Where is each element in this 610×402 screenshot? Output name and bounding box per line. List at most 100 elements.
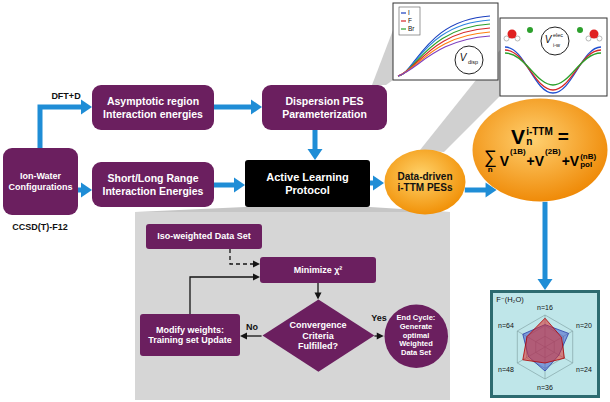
plot-curve	[398, 20, 490, 76]
connector-line	[543, 202, 548, 280]
connector	[78, 183, 92, 198]
arrowhead	[234, 178, 245, 193]
node-text: Asymptotic region Interaction energies	[97, 95, 209, 119]
formula-term: +V	[562, 154, 580, 168]
plot-curve	[398, 32, 490, 76]
plot-curve	[505, 50, 601, 90]
arrowhead	[377, 333, 384, 340]
process-box: Iso-weighted Data Set	[146, 224, 262, 249]
text-group: Active Learning Protocol	[250, 171, 365, 196]
text-group: Dispersion PES Parameterization	[267, 95, 382, 119]
legend-line	[401, 28, 406, 29]
connector	[190, 274, 260, 315]
protocol-box: Active Learning Protocol	[245, 160, 370, 207]
symbol-circle	[541, 27, 569, 55]
formula-part: =	[553, 127, 569, 146]
formula-term: (2B)	[545, 148, 561, 156]
formula-circle: Vi-TTMn=∑nV(1B)+V(2B)+V(nB)pol	[472, 98, 608, 202]
legend-text: F	[408, 18, 412, 25]
symbol-label: V	[460, 53, 467, 63]
edge-label: CCSD(T)-F12	[12, 223, 68, 232]
dispersion-plot	[393, 3, 498, 80]
process-box: Minimize χ²	[260, 257, 376, 283]
legend-text: I	[408, 10, 410, 17]
connector	[538, 202, 553, 290]
arrowhead	[253, 261, 260, 268]
formula-part: i-TTMn	[526, 127, 553, 147]
symbol-label: disp	[468, 60, 478, 66]
arrowhead	[251, 100, 262, 115]
radar-ground	[490, 290, 600, 398]
legend-item: I	[408, 10, 410, 17]
arrowhead	[315, 292, 322, 299]
formula-term: i-TTM	[526, 127, 553, 137]
input-box: Ion-Water Configurations	[3, 148, 78, 215]
text-group: End Cycle: Generate optimal Weighted Dat…	[394, 314, 438, 357]
node-text: End Cycle: Generate optimal Weighted Dat…	[394, 314, 438, 357]
oxygen-atom	[508, 30, 517, 39]
ion-dot	[577, 27, 583, 33]
ion-dot	[527, 27, 533, 33]
edge-label: DFT+D	[51, 92, 80, 101]
formula-term: +V	[527, 154, 545, 168]
radar-spoke	[517, 315, 572, 379]
plot-frame	[393, 3, 498, 80]
node-text: Short/Long Range Interaction Energies	[97, 172, 209, 196]
formula-term: V	[511, 126, 525, 147]
connector-line	[313, 130, 318, 150]
formula: Vi-TTMn=∑nV(1B)+V(2B)+V(nB)pol	[484, 126, 596, 174]
connector-line	[465, 188, 487, 193]
legend-line	[401, 12, 406, 13]
formula-part: (1B)	[510, 148, 526, 156]
axis-label: F⁻(H₂O)	[496, 296, 524, 304]
arrowhead	[308, 149, 323, 160]
connector	[240, 333, 262, 340]
symbol-label: i-w	[553, 43, 560, 49]
text-group: Iso-weighted Data Set	[157, 231, 251, 241]
hydrogen-atom	[515, 36, 520, 41]
edge-label: Yes	[371, 314, 387, 323]
connector	[214, 100, 262, 115]
axis-label: n=20	[576, 322, 592, 329]
text-group: Ion-Water Configurations	[8, 171, 73, 192]
formula-term: (1B)	[510, 148, 526, 156]
plot-frame	[500, 18, 607, 96]
axis-label: n=36	[537, 384, 553, 391]
radar-chart	[490, 290, 600, 398]
formula-part: V	[511, 126, 525, 147]
connector	[40, 100, 92, 149]
hydrogen-atom	[586, 36, 591, 41]
arrowhead	[81, 183, 92, 198]
connector-line	[190, 277, 254, 314]
legend-line	[401, 20, 406, 21]
formula-term: V	[500, 154, 509, 168]
process-box: Asymptotic region Interaction energies	[92, 85, 214, 130]
formula-term: n	[526, 137, 532, 147]
axis-label: n=48	[498, 366, 514, 373]
legend-box	[399, 7, 420, 35]
ellipse-shape	[385, 150, 466, 215]
oxygen-atom	[590, 30, 599, 39]
model-circle: Data-driven i-TTM PESs	[384, 149, 466, 215]
connector	[374, 333, 383, 340]
arrowhead	[81, 100, 92, 115]
hydrogen-atom	[504, 36, 509, 41]
legend-item: F	[408, 18, 412, 25]
formula-term: (nB)	[580, 153, 596, 161]
axis-label: n=16	[537, 304, 553, 311]
plot-curve	[505, 53, 601, 85]
arrowhead	[253, 274, 260, 281]
formula-row: ∑nV(1B)+V(2B)+V(nB)pol	[484, 148, 596, 174]
arrowhead	[240, 333, 247, 340]
formula-part: +V	[561, 154, 580, 168]
formula-part: +V	[526, 154, 545, 168]
arrowhead	[373, 176, 384, 191]
axis-label: n=24	[576, 366, 592, 373]
connector-line	[246, 335, 262, 336]
node-text: Ion-Water Configurations	[8, 171, 73, 192]
connector-line	[214, 105, 252, 110]
connector-line	[317, 283, 318, 293]
symbol-label: V	[545, 35, 552, 45]
process-box: Short/Long Range Interaction Energies	[92, 162, 214, 207]
text-group: Convergence Criteria Fulfilled?	[288, 320, 348, 351]
